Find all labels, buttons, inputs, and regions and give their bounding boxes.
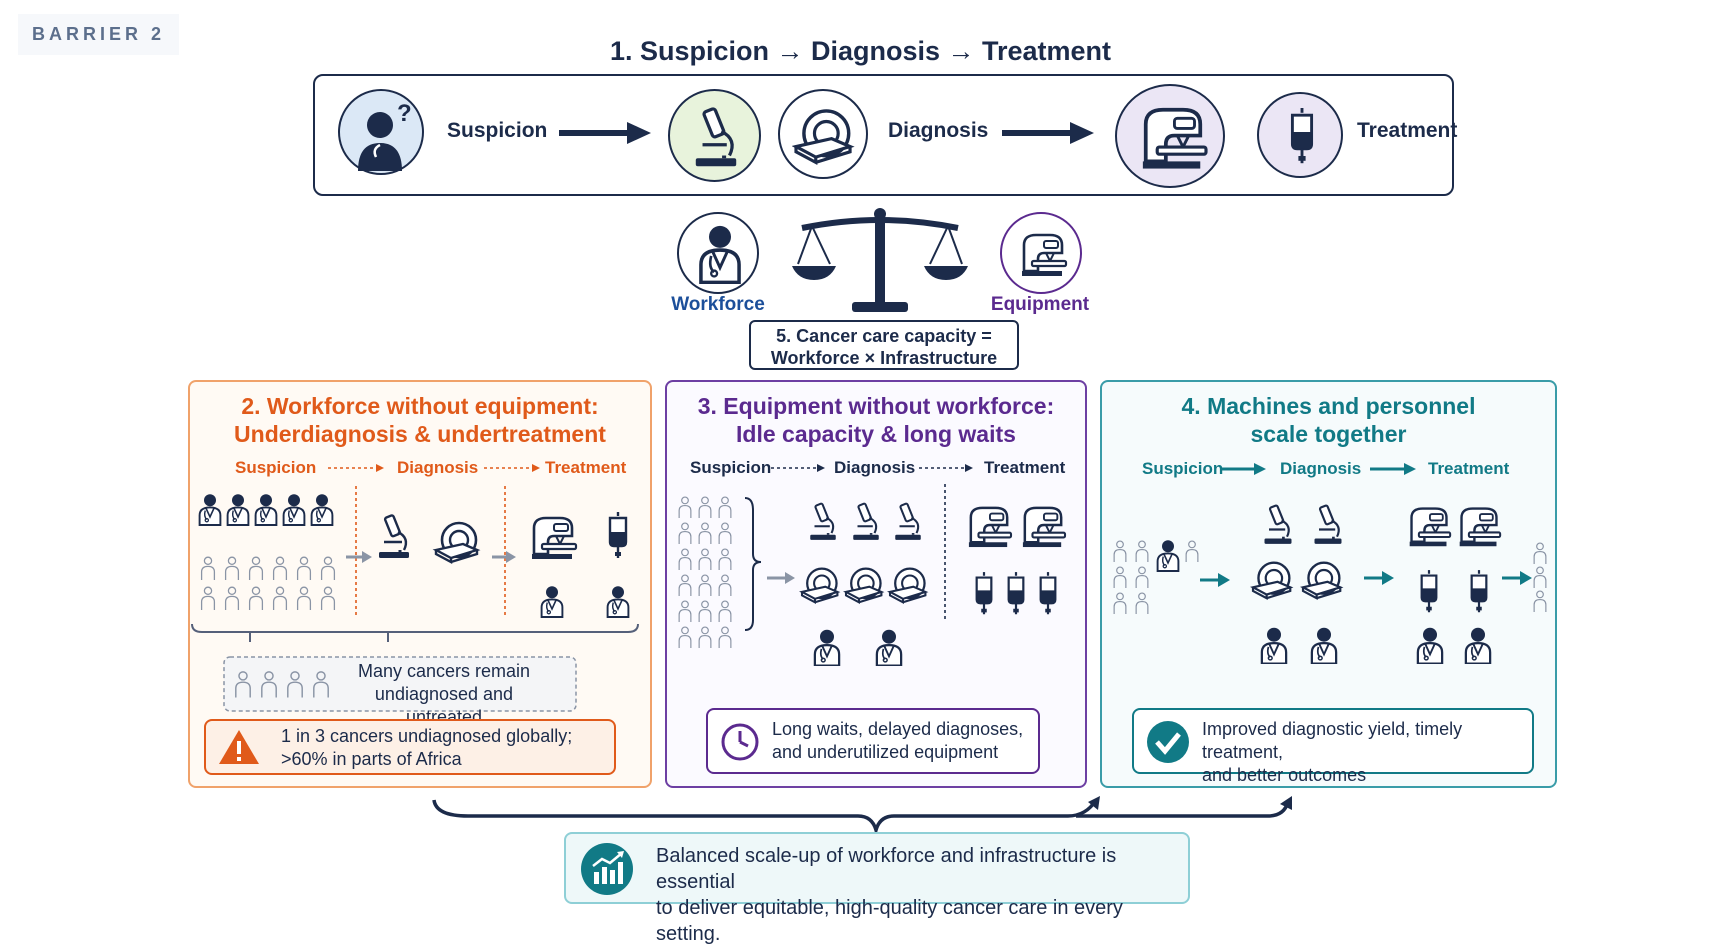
- panel-3-alert: Long waits, delayed diagnoses, and under…: [706, 708, 1040, 774]
- capacity-box: 5. Cancer care capacity = Workforce × In…: [749, 320, 1019, 370]
- iv-bag-icon: [1257, 92, 1343, 178]
- footer-line-2: to deliver equitable, high-quality cance…: [656, 897, 1123, 945]
- panel-4-graphic: [1113, 463, 1547, 664]
- panel-2-step-diagnosis: Diagnosis: [397, 458, 479, 477]
- bottom-brace: [432, 796, 1292, 837]
- panel-4-title-2: scale together: [1250, 421, 1407, 447]
- panel-2-alert-2: >60% in parts of Africa: [281, 749, 462, 769]
- flow-box: [313, 74, 1454, 196]
- panel-4-alert-1: Improved diagnostic yield, timely treatm…: [1202, 719, 1463, 762]
- panel-2-note-1: Many cancers remain: [357, 661, 531, 681]
- capacity-line-1: 5. Cancer care capacity =: [776, 326, 992, 346]
- warning-icon: [219, 730, 259, 764]
- panel-2-alert-text: 1 in 3 cancers undiagnosed globally; >60…: [281, 725, 572, 771]
- clock-icon: [721, 723, 759, 761]
- footer-box: Balanced scale-up of workforce and infra…: [564, 832, 1190, 945]
- flow-arrow-1: [559, 122, 651, 144]
- flow-arrow-2: [1002, 122, 1094, 144]
- capacity-line-2: Workforce × Infrastructure: [770, 348, 998, 368]
- panel-3-alert-text: Long waits, delayed diagnoses, and under…: [772, 718, 1023, 764]
- panel-2-step-treatment: Treatment: [545, 458, 627, 477]
- panel-3-title-1: 3. Equipment without workforce:: [697, 393, 1055, 419]
- workforce-label: Workforce: [671, 294, 765, 315]
- scale-icon: [792, 208, 968, 312]
- flow-diagnosis-label: Diagnosis: [888, 119, 989, 142]
- panel-2-alert: 1 in 3 cancers undiagnosed globally; >60…: [204, 719, 616, 775]
- panel-2-title-2: Underdiagnosis & undertreatment: [234, 421, 606, 447]
- panel-4-step-suspicion: Suspicion: [1142, 459, 1224, 478]
- panel-4-alert-2: and better outcomes: [1202, 765, 1367, 785]
- panel-3-step-treatment: Treatment: [984, 458, 1066, 477]
- panel-2-title-1: 2. Workforce without equipment:: [241, 393, 599, 419]
- panel-3-alert-2: and underutilized equipment: [772, 742, 999, 762]
- svg-text:?: ?: [397, 100, 412, 127]
- equipment-label: Equipment: [990, 294, 1090, 315]
- footer-text: Balanced scale-up of workforce and infra…: [656, 843, 1188, 947]
- equipment-icon: [1000, 212, 1082, 294]
- panel-3-alert-1: Long waits, delayed diagnoses,: [772, 719, 1024, 739]
- panel-3-step-suspicion: Suspicion: [690, 458, 772, 477]
- panel-2-step-suspicion: Suspicion: [235, 458, 317, 477]
- footer-line-1: Balanced scale-up of workforce and infra…: [656, 845, 1117, 893]
- growth-chart-icon: [581, 843, 633, 895]
- panel-4-step-treatment: Treatment: [1428, 459, 1510, 478]
- panel-4-alert-text: Improved diagnostic yield, timely treatm…: [1202, 718, 1532, 787]
- panel-3-step-diagnosis: Diagnosis: [834, 458, 916, 477]
- main-title: 1. Suspicion → Diagnosis → Treatment: [609, 36, 1112, 66]
- panel-4-title-1: 4. Machines and personnel: [1181, 393, 1476, 419]
- mri-icon: [778, 89, 868, 179]
- flow-suspicion-label: Suspicion: [447, 119, 548, 142]
- panel-2-alert-1: 1 in 3 cancers undiagnosed globally;: [281, 726, 573, 746]
- panel-3-title-2: Idle capacity & long waits: [736, 421, 1016, 447]
- panel-2-graphic: [191, 464, 639, 712]
- workforce-icon: [677, 212, 759, 294]
- panel-2-note: Many cancers remain undiagnosed and untr…: [336, 660, 552, 729]
- panel-3-graphic: [678, 464, 1067, 666]
- flow-treatment-label: Treatment: [1357, 119, 1458, 142]
- microscope-icon: [668, 89, 761, 182]
- check-circle-icon: [1147, 721, 1189, 763]
- panel-4-step-diagnosis: Diagnosis: [1280, 459, 1362, 478]
- panel-4-alert: Improved diagnostic yield, timely treatm…: [1132, 708, 1534, 785]
- suspicion-icon: ?: [338, 89, 424, 175]
- linac-icon: [1115, 84, 1225, 188]
- barrier-tag: BARRIER 2: [18, 14, 180, 55]
